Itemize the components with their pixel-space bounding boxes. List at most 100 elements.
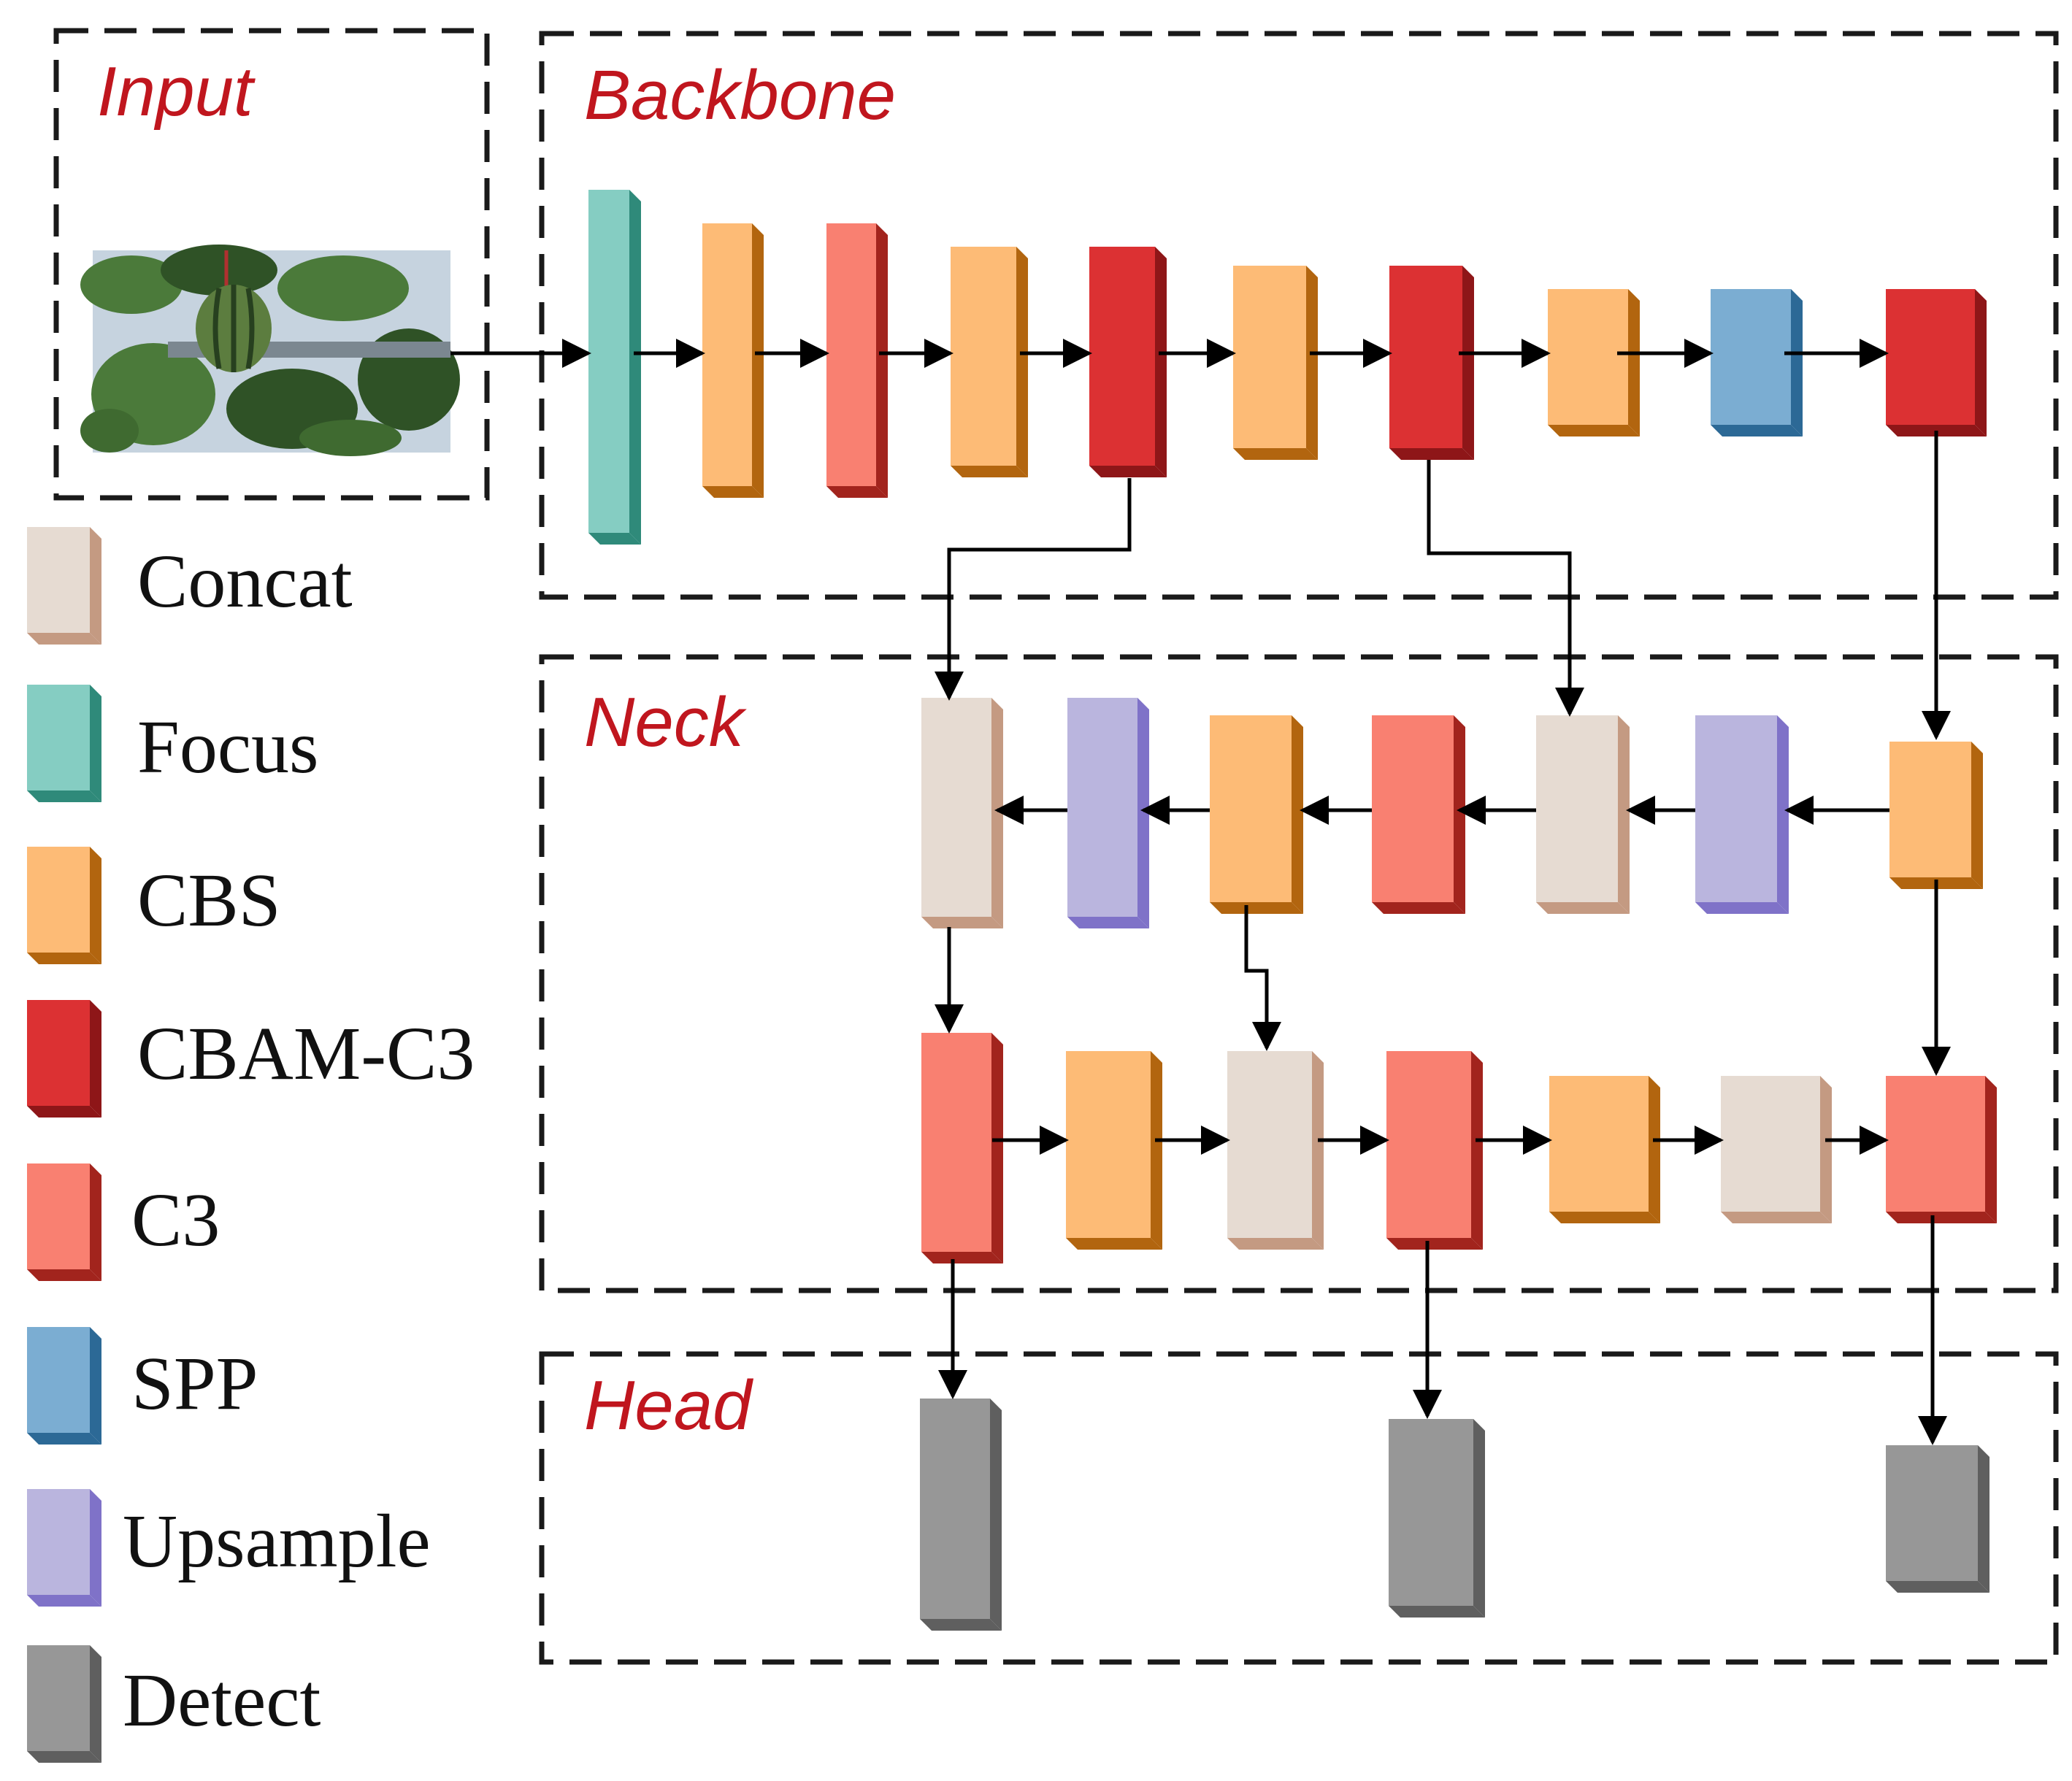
legend-swatch-cbam-c3-face [27, 1000, 90, 1106]
block-bb-cbs-3-bottom [1233, 448, 1318, 460]
block-neck-cbs-2-side [1292, 715, 1303, 914]
legend-label-focus: Focus [137, 705, 318, 789]
block-bb-cbam-1 [1089, 247, 1167, 477]
block-neck-upsample-1-bottom [1695, 902, 1789, 914]
legend-label-spp: SPP [131, 1342, 258, 1426]
block-neck-c3-4 [1886, 1076, 1997, 1223]
block-bb-cbam-2-bottom [1389, 448, 1474, 460]
block-neck-concat-3-bottom [1227, 1238, 1324, 1250]
block-bb-spp-side [1791, 289, 1803, 436]
block-detect-3-face [1886, 1445, 1978, 1581]
block-neck-cbs-2 [1210, 715, 1303, 914]
block-bb-cbam-3-side [1975, 289, 1987, 436]
neck-frame [539, 654, 2059, 1293]
input-title: Input [97, 53, 256, 131]
block-detect-3 [1886, 1445, 1989, 1593]
block-neck-cbs-2-face [1210, 715, 1292, 902]
legend-swatch-cbs-side [90, 847, 101, 964]
block-neck-concat-2-side [991, 698, 1003, 928]
block-bb-cbs-1 [702, 223, 764, 498]
watermelon-photo-icon [80, 245, 460, 456]
block-neck-c3-2-side [991, 1033, 1003, 1263]
block-neck-cbs-4-side [1649, 1076, 1660, 1223]
block-neck-concat-2-face [921, 698, 991, 917]
block-neck-cbs-1-side [1971, 742, 1983, 889]
legend-label-upsample: Upsample [123, 1499, 431, 1583]
blocks-layer [27, 190, 1997, 1763]
legend-swatch-cbam-c3-bottom [27, 1106, 101, 1118]
block-neck-c3-2-face [921, 1033, 991, 1252]
block-bb-cbam-3-face [1886, 289, 1975, 425]
block-detect-2-face [1389, 1419, 1473, 1606]
block-neck-concat-1-face [1536, 715, 1618, 902]
connectors [450, 339, 1951, 1445]
legend-swatch-concat [27, 527, 101, 645]
block-detect-3-side [1978, 1445, 1989, 1593]
block-neck-c3-1 [1372, 715, 1465, 914]
block-neck-upsample-2-side [1137, 698, 1149, 928]
block-bb-cbs-1-side [752, 223, 764, 498]
block-bb-c3-1-bottom [826, 486, 888, 498]
block-neck-c3-4-side [1985, 1076, 1997, 1223]
arrow-skip-1 [935, 478, 1132, 701]
block-bb-c3-1 [826, 223, 888, 498]
block-neck-concat-3 [1227, 1051, 1324, 1250]
arrow-neck-v-2 [1244, 905, 1281, 1051]
block-bb-cbam-2-face [1389, 266, 1462, 448]
legend-swatch-upsample [27, 1489, 101, 1607]
block-bb-spp [1711, 289, 1803, 436]
legend-swatch-detect [27, 1645, 101, 1763]
legend-swatch-upsample-face [27, 1489, 90, 1595]
neck-title: Neck [584, 683, 748, 761]
block-neck-c3-3-bottom [1386, 1238, 1483, 1250]
block-neck-c3-2-bottom [921, 1252, 1003, 1263]
block-bb-cbs-2-face [951, 247, 1016, 466]
block-neck-c3-3 [1386, 1051, 1483, 1250]
block-neck-cbs-3-face [1066, 1051, 1151, 1238]
block-neck-concat-1 [1536, 715, 1630, 914]
block-bb-cbs-1-bottom [702, 486, 764, 498]
block-neck-cbs-3-bottom [1066, 1238, 1162, 1250]
legend-swatch-concat-side [90, 527, 101, 645]
legend-swatch-cbs-face [27, 847, 90, 953]
block-detect-2 [1389, 1419, 1485, 1617]
block-neck-cbs-1-face [1889, 742, 1971, 877]
block-detect-1 [920, 1399, 1002, 1631]
legend-swatch-spp-side [90, 1327, 101, 1445]
block-neck-c3-1-bottom [1372, 902, 1465, 914]
block-detect-1-face [920, 1399, 990, 1619]
legend-swatch-c3-face [27, 1163, 90, 1269]
legend-swatch-c3-bottom [27, 1269, 101, 1281]
head-title: Head [584, 1366, 753, 1445]
block-detect-1-bottom [920, 1619, 1002, 1631]
block-bb-cbs-4-face [1548, 289, 1628, 425]
backbone-frame [539, 31, 2059, 600]
block-neck-cbs-3 [1066, 1051, 1162, 1250]
legend-label-cbs: CBS [137, 858, 281, 942]
legend-swatch-upsample-side [90, 1489, 101, 1607]
block-detect-2-side [1473, 1419, 1485, 1617]
head-frame [539, 1351, 2059, 1665]
legend-swatch-detect-side [90, 1645, 101, 1763]
legend-swatch-spp-bottom [27, 1433, 101, 1445]
block-bb-spp-bottom [1711, 425, 1803, 436]
block-bb-cbam-1-side [1155, 247, 1167, 477]
block-bb-cbam-1-face [1089, 247, 1155, 466]
legend-label-concat: Concat [137, 539, 353, 623]
legend-swatch-cbam-c3 [27, 1000, 101, 1118]
block-bb-cbs-4 [1548, 289, 1640, 436]
legend-swatch-detect-face [27, 1645, 90, 1751]
block-neck-c3-1-side [1454, 715, 1465, 914]
block-neck-concat-3-face [1227, 1051, 1312, 1238]
block-neck-cbs-4-bottom [1549, 1212, 1660, 1223]
block-neck-upsample-2 [1067, 698, 1149, 928]
block-focus-side [629, 190, 641, 545]
block-bb-cbs-2-side [1016, 247, 1028, 477]
block-bb-cbs-2-bottom [951, 466, 1028, 477]
block-neck-c3-3-face [1386, 1051, 1471, 1238]
block-bb-cbs-3-side [1306, 266, 1318, 460]
block-focus-bottom [588, 533, 641, 545]
block-detect-3-bottom [1886, 1581, 1989, 1593]
arrow-skip-2 [1427, 460, 1584, 717]
